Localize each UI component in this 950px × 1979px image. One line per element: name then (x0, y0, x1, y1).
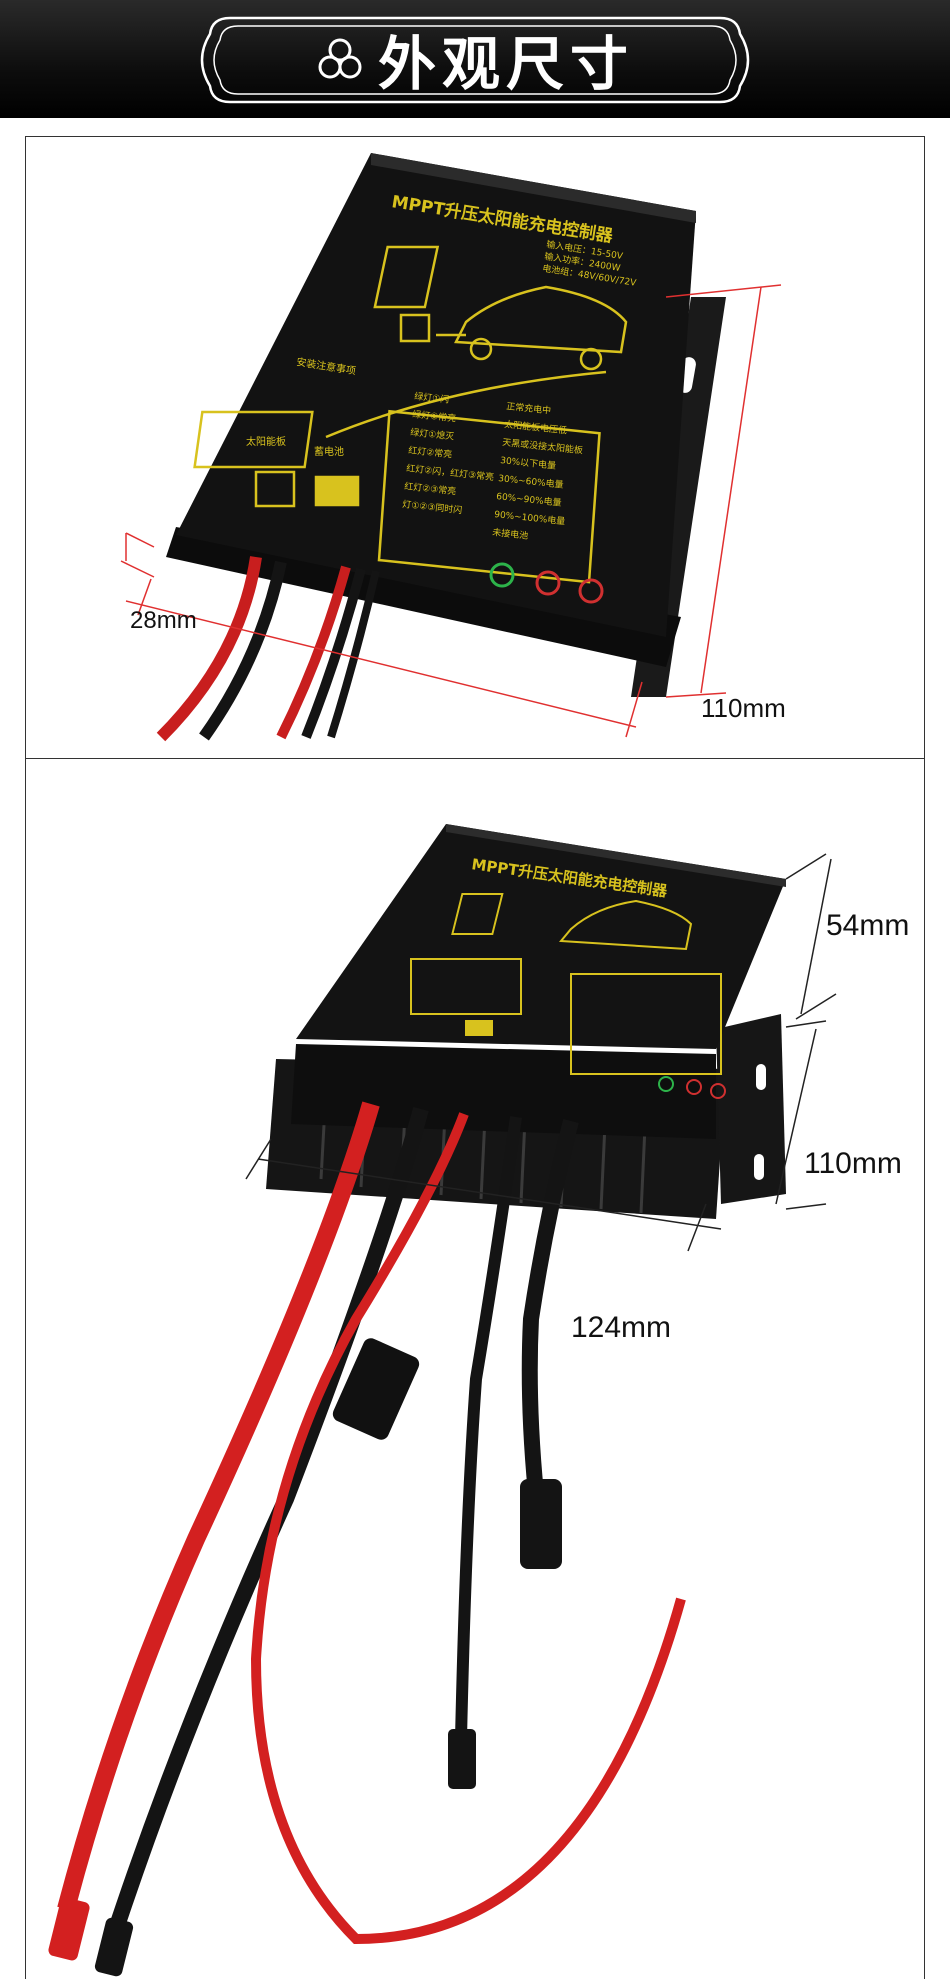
battery-label: 蓄电池 (314, 445, 344, 458)
width-dimension-label: 124mm (571, 1311, 672, 1344)
panel-label: 太阳能板 (246, 435, 286, 448)
controller-angle-photo: MPPT升压太阳能充电控制器 (48, 824, 837, 1977)
status-cell: 未接电池 (492, 526, 529, 542)
banner-title-wrap: 外观尺寸 (0, 0, 950, 118)
led-red-icon (710, 1083, 726, 1099)
inline-fuse-icon (332, 1338, 420, 1440)
depth-dimension-label: 110mm (804, 1147, 902, 1180)
controller-top-photo: MPPT升压太阳能充电控制器 输入电压：15-50V 输入功率：2400W 电池… (120, 153, 782, 742)
led-red-icon (535, 570, 561, 596)
angle-view-panel: MPPT升压太阳能充电控制器 (25, 758, 925, 1979)
led-red-icon (686, 1079, 702, 1095)
top-view-panel: MPPT升压太阳能充电控制器 输入电压：15-50V 输入功率：2400W 电池… (25, 136, 925, 760)
banner-title: 外观尺寸 (377, 30, 634, 98)
depth-dimension-label: 110mm (701, 693, 786, 723)
led-green-icon (658, 1076, 674, 1092)
header-banner: 外观尺寸 (0, 0, 950, 118)
height-dimension-label: 28mm (130, 607, 197, 634)
trefoil-icon (318, 38, 362, 79)
led-green-icon (489, 562, 515, 588)
status-cell: 绿灯①闪 (414, 390, 450, 406)
banner-frame (200, 16, 750, 104)
height-dimension-label: 54mm (826, 909, 910, 942)
led-red-icon (578, 578, 604, 604)
